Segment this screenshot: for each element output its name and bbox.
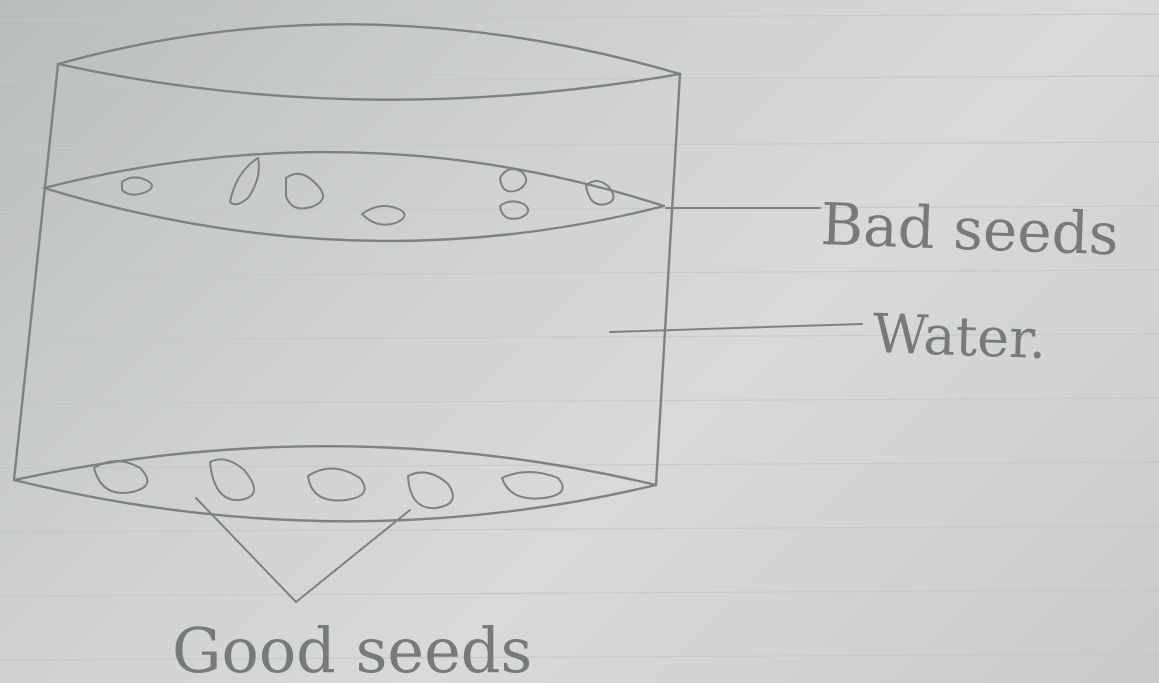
good-seed: [308, 468, 365, 500]
good-seeds-label: Good seeds: [172, 614, 532, 683]
container-right-wall: [656, 74, 680, 485]
bad-seed: [286, 174, 323, 209]
bad-seeds-layer: [44, 152, 664, 241]
good-seed: [94, 461, 147, 493]
good-seed: [502, 472, 563, 499]
good-seed: [408, 472, 453, 508]
water-pointer-line: [610, 324, 862, 332]
container-top-rim: [58, 24, 680, 74]
container-top-rim-front: [58, 64, 680, 100]
bad-seed: [230, 158, 259, 204]
good-seed: [210, 459, 254, 500]
water-label: Water.: [872, 302, 1048, 371]
container-left-wall: [14, 64, 58, 480]
good-seeds-pointer-line-right: [296, 510, 410, 602]
bad-seed: [122, 177, 152, 194]
bad-seed: [500, 201, 528, 218]
bad-seed: [500, 169, 526, 191]
bad-seeds-label: Bad seeds: [820, 190, 1120, 268]
bad-seed: [362, 206, 405, 225]
good-seeds-pointer-line-left: [196, 498, 296, 602]
